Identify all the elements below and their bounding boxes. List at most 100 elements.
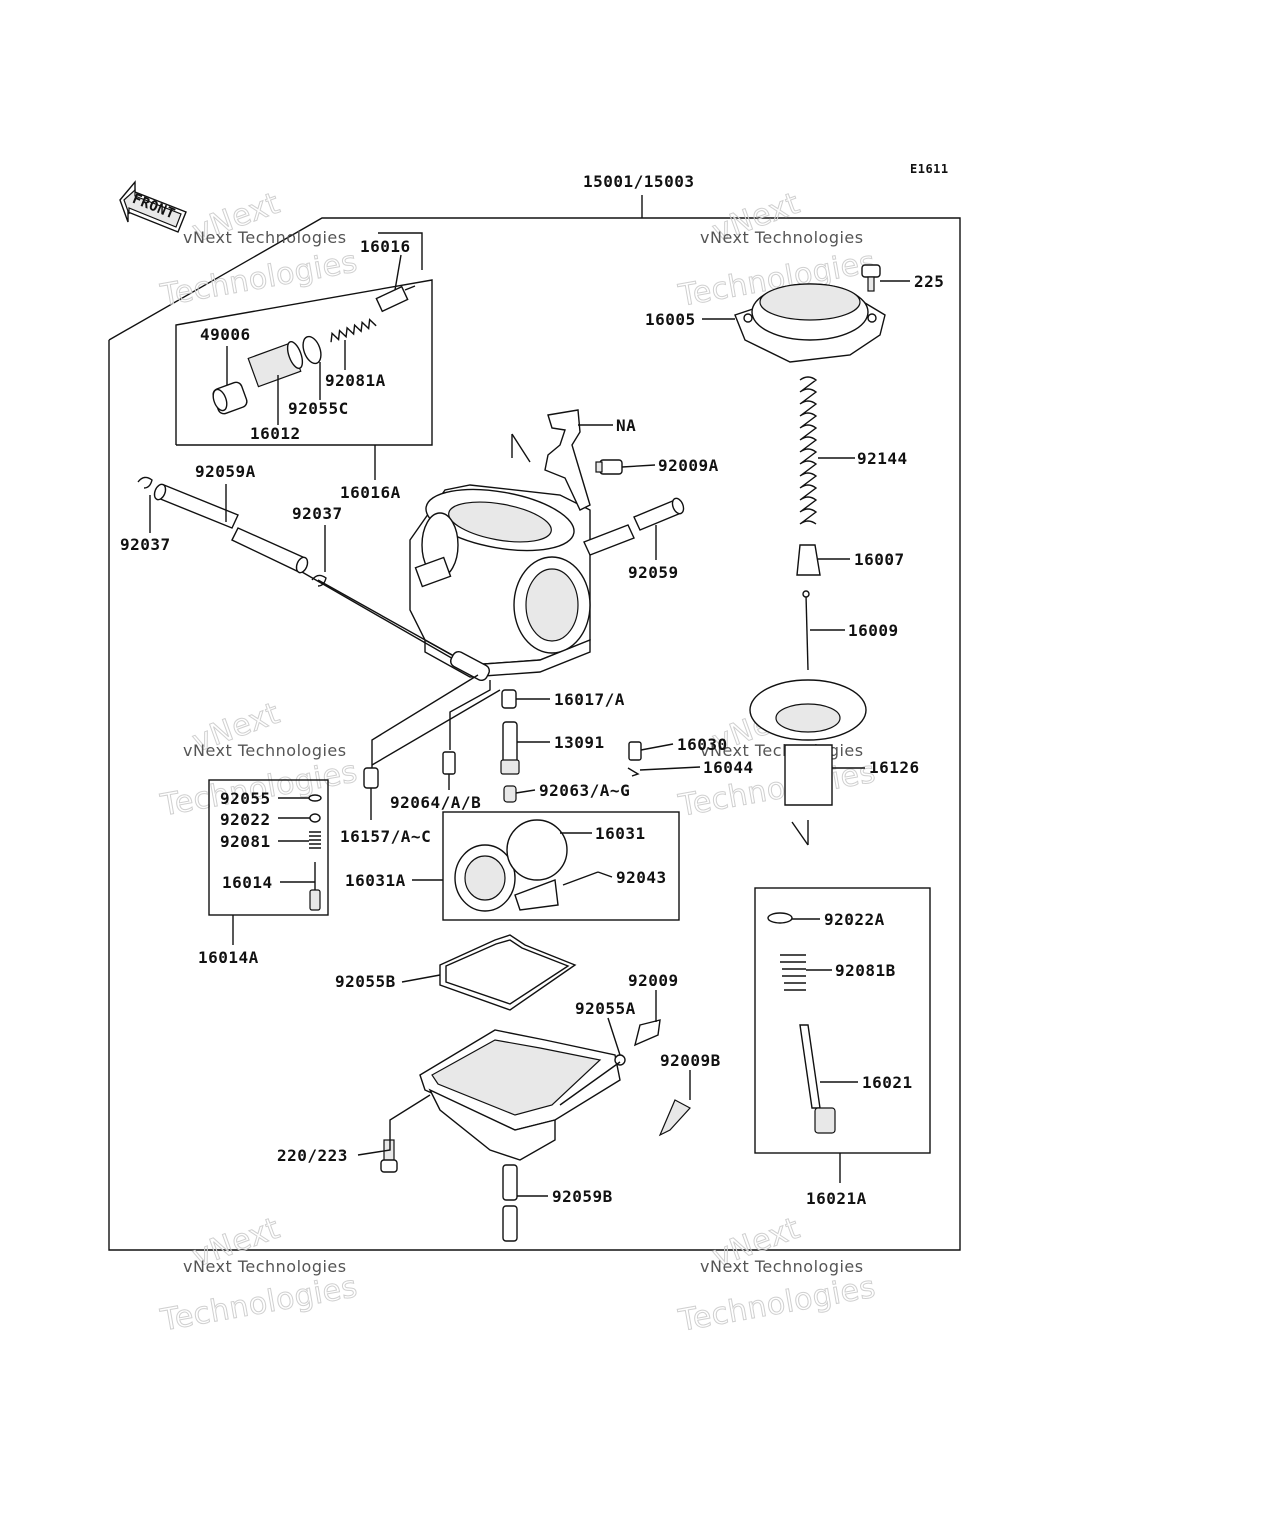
label-92055: 92055 xyxy=(220,789,271,808)
part-92059A-hose xyxy=(153,483,309,574)
part-92037-clip xyxy=(137,476,153,489)
part-49006-cap xyxy=(212,381,248,415)
label-92009B: 92009B xyxy=(660,1051,721,1070)
front-arrow-icon: FRONT xyxy=(119,180,187,233)
label-92009: 92009 xyxy=(628,971,679,990)
label-16016: 16016 xyxy=(360,237,411,256)
label-16157: 16157/A~C xyxy=(340,827,431,846)
watermark-text: vNext Technologies xyxy=(183,228,347,247)
label-16017: 16017/A xyxy=(554,690,625,709)
part-92064-jet xyxy=(442,751,456,775)
part-92081-spring xyxy=(309,831,321,849)
label-92022A: 92022A xyxy=(824,910,885,929)
label-92009A: 92009A xyxy=(658,456,719,475)
part-16044 xyxy=(627,767,640,777)
label-92081A: 92081A xyxy=(325,371,386,390)
watermark-bottom-right: vNext vNext Technologies Technologies xyxy=(675,1210,879,1339)
group-box-16021A xyxy=(754,887,931,1154)
label-NA: NA xyxy=(616,416,636,435)
part-92043-pin xyxy=(562,871,599,886)
label-16021A: 16021A xyxy=(806,1189,867,1208)
label-92043: 92043 xyxy=(616,868,667,887)
part-220-screw xyxy=(380,1139,398,1173)
label-92064: 92064/A/B xyxy=(390,793,481,812)
part-92009-screw xyxy=(633,1019,661,1047)
part-92144-spring xyxy=(799,376,818,525)
part-16007-holder xyxy=(796,544,821,576)
label-16014: 16014 xyxy=(222,873,273,892)
label-92055A: 92055A xyxy=(575,999,636,1018)
part-92055B-gasket xyxy=(439,934,577,1011)
label-225: 225 xyxy=(914,272,944,291)
label-92059A: 92059A xyxy=(195,462,256,481)
part-92055-oring xyxy=(308,794,322,802)
label-16007: 16007 xyxy=(854,550,905,569)
watermark-text: vNext Technologies xyxy=(183,741,347,760)
label-16031A: 16031A xyxy=(345,871,406,890)
part-92055A-oring xyxy=(614,1054,626,1066)
part-float-bowl xyxy=(419,1029,621,1161)
label-13091: 13091 xyxy=(554,733,605,752)
part-16021-screw xyxy=(799,1024,836,1134)
label-15001: 15001/15003 xyxy=(583,172,694,191)
part-16012-plunger xyxy=(247,340,304,388)
diagram-code: E1611 xyxy=(910,162,949,176)
label-92059B: 92059B xyxy=(552,1187,613,1206)
label-16005: 16005 xyxy=(645,310,696,329)
main-frame xyxy=(108,195,961,1251)
part-92063-jet xyxy=(503,785,517,803)
label-92055C: 92055C xyxy=(288,399,349,418)
part-92081B-spring xyxy=(780,954,806,991)
group-box-16016A xyxy=(175,232,433,480)
part-16030 xyxy=(628,741,642,761)
part-13091-needle-jet xyxy=(500,721,520,775)
part-92009B-screw xyxy=(658,1099,691,1137)
label-92059: 92059 xyxy=(628,563,679,582)
label-92081: 92081 xyxy=(220,832,271,851)
label-92063: 92063/A~G xyxy=(539,781,630,800)
part-16014-screw xyxy=(309,862,321,911)
group-box-16014A xyxy=(208,779,329,916)
label-92037: 92037 xyxy=(120,535,171,554)
label-16014A: 16014A xyxy=(198,948,259,967)
part-NA-bracket xyxy=(544,409,591,511)
leader-lines xyxy=(149,254,910,1197)
part-92081A-spring xyxy=(330,318,377,343)
watermark-bottom-left: vNext vNext Technologies Technologies xyxy=(157,1210,361,1339)
part-16005-cover xyxy=(734,283,886,363)
watermark-text: vNext Technologies xyxy=(183,1257,347,1276)
label-16009: 16009 xyxy=(848,621,899,640)
watermark-text: Technologies xyxy=(675,1270,878,1339)
part-92059-hose xyxy=(583,497,685,556)
part-16126-diaphragm xyxy=(749,679,867,806)
watermark-top-left: vNext vNext Technologies Technologies xyxy=(157,185,361,314)
part-92059B-hose xyxy=(502,1164,518,1242)
part-16031-choke xyxy=(454,819,568,912)
part-16016-cable-end xyxy=(375,285,416,313)
part-92022A-washer xyxy=(767,912,793,924)
label-16044: 16044 xyxy=(703,758,754,777)
part-225-screw xyxy=(861,264,881,292)
label-49006: 49006 xyxy=(200,325,251,344)
label-92081B: 92081B xyxy=(835,961,896,980)
label-16012: 16012 xyxy=(250,424,301,443)
label-16030: 16030 xyxy=(677,735,728,754)
leader-line xyxy=(511,433,531,463)
part-16017-jet xyxy=(501,689,517,709)
group-box-16031A xyxy=(442,811,680,921)
label-92037: 92037 xyxy=(292,504,343,523)
part-92055C-oring xyxy=(302,335,322,365)
label-92144: 92144 xyxy=(857,449,908,468)
label-16126: 16126 xyxy=(869,758,920,777)
label-16021: 16021 xyxy=(862,1073,913,1092)
part-92037-clip xyxy=(311,574,327,587)
label-92055B: 92055B xyxy=(335,972,396,991)
part-16157-jet xyxy=(363,767,379,789)
watermark-text: Technologies xyxy=(157,1269,360,1338)
part-vent-fitting xyxy=(449,650,491,682)
watermark-text: vNext Technologies xyxy=(700,228,864,247)
label-16016A: 16016A xyxy=(340,483,401,502)
label-92022: 92022 xyxy=(220,810,271,829)
watermark-text: vNext Technologies xyxy=(700,1257,864,1276)
